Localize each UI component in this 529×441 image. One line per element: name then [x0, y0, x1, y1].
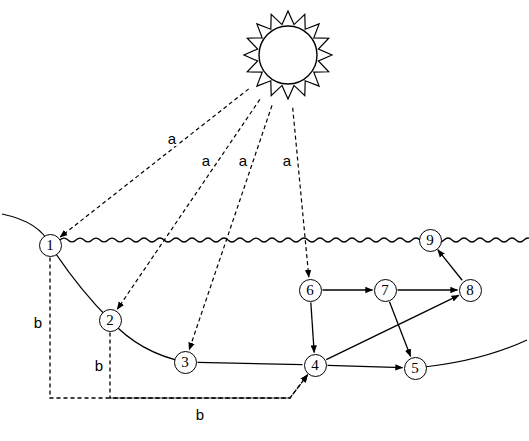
- water-surface: [60, 238, 529, 242]
- path-label: a: [238, 153, 248, 168]
- flow-arrow: [438, 250, 462, 280]
- numbered-circle: 3: [174, 351, 197, 374]
- path-label: a: [201, 153, 211, 168]
- callout-number: 6: [306, 283, 314, 298]
- callout-number: 9: [426, 233, 434, 248]
- light-ray: [189, 105, 272, 349]
- callout-number: 7: [381, 283, 389, 298]
- path-label: b: [195, 407, 205, 422]
- flow-arrow: [110, 333, 307, 399]
- flow-arrow: [323, 289, 373, 290]
- callout-number: 1: [46, 238, 54, 253]
- numbered-circle: 6: [299, 279, 322, 302]
- light-ray: [117, 99, 260, 309]
- numbered-circle: 7: [374, 279, 397, 302]
- flow-arrow: [197, 362, 302, 364]
- flow-arrow: [327, 365, 402, 367]
- flow-arrow: [389, 302, 410, 357]
- callout-number: 2: [106, 313, 114, 328]
- numbered-circle: 1: [39, 234, 62, 257]
- numbered-circle: 8: [459, 279, 482, 302]
- numbered-circle: 4: [304, 354, 327, 377]
- numbered-circle: 5: [404, 357, 427, 380]
- light-ray: [60, 89, 249, 237]
- numbered-circle: 2: [99, 309, 122, 332]
- flow-arrow: [311, 302, 314, 352]
- path-label: b: [33, 315, 43, 330]
- flow-arrow: [326, 295, 458, 359]
- path-label: b: [94, 358, 104, 373]
- path-label: a: [167, 131, 177, 146]
- lake-bottom: [2, 214, 185, 362]
- callout-number: 5: [411, 361, 419, 376]
- flow-arrow: [50, 258, 307, 399]
- lake-bottom: [415, 340, 527, 368]
- light-ray: [293, 108, 309, 277]
- sun: [259, 26, 317, 84]
- callout-number: 3: [181, 355, 189, 370]
- path-label: a: [282, 153, 292, 168]
- callout-number: 4: [311, 358, 319, 373]
- sun-rays: [244, 11, 332, 99]
- numbered-circle: 9: [419, 229, 442, 252]
- flow-arrow: [398, 289, 458, 290]
- callout-number: 8: [466, 283, 474, 298]
